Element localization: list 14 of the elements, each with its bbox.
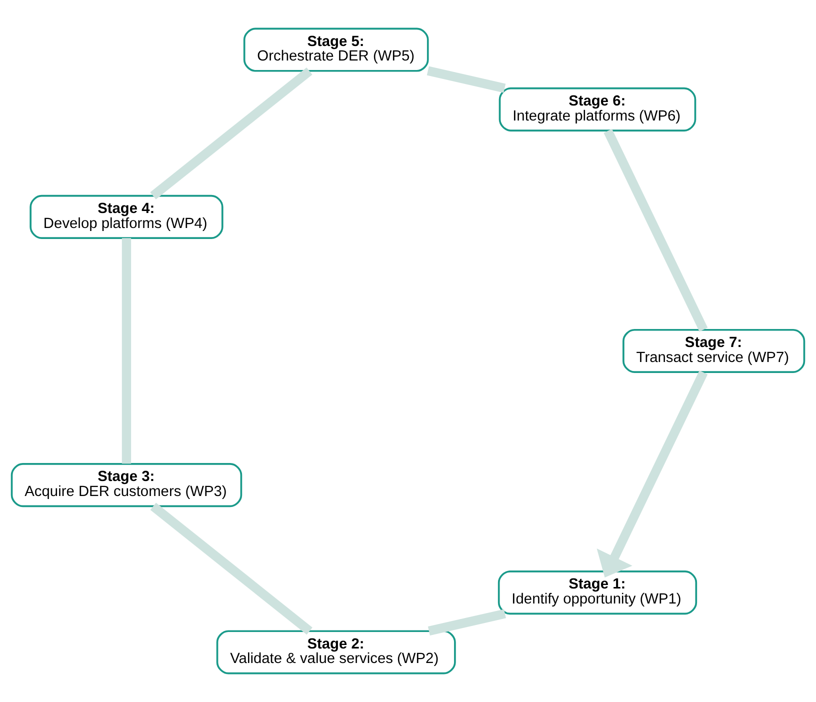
node-box: Stage 6: Integrate platforms (WP6) bbox=[498, 87, 696, 132]
node-box: Stage 3: Acquire DER customers (WP3) bbox=[10, 463, 242, 508]
connector bbox=[122, 238, 132, 464]
node-box: Stage 4: Develop platforms (WP4) bbox=[30, 194, 224, 239]
connector bbox=[150, 502, 312, 635]
node-box: Stage 7: Transact service (WP7) bbox=[622, 328, 806, 374]
connector bbox=[150, 67, 312, 200]
arrow bbox=[596, 370, 708, 578]
connector bbox=[604, 128, 708, 332]
connector bbox=[426, 66, 506, 93]
node-box: Stage 1: Identify opportunity (WP1) bbox=[498, 570, 698, 615]
node-box: Stage 5: Orchestrate DER (WP5) bbox=[243, 28, 429, 72]
node-box: Stage 2: Validate & value services (WP2) bbox=[216, 630, 456, 674]
connector bbox=[428, 609, 506, 636]
